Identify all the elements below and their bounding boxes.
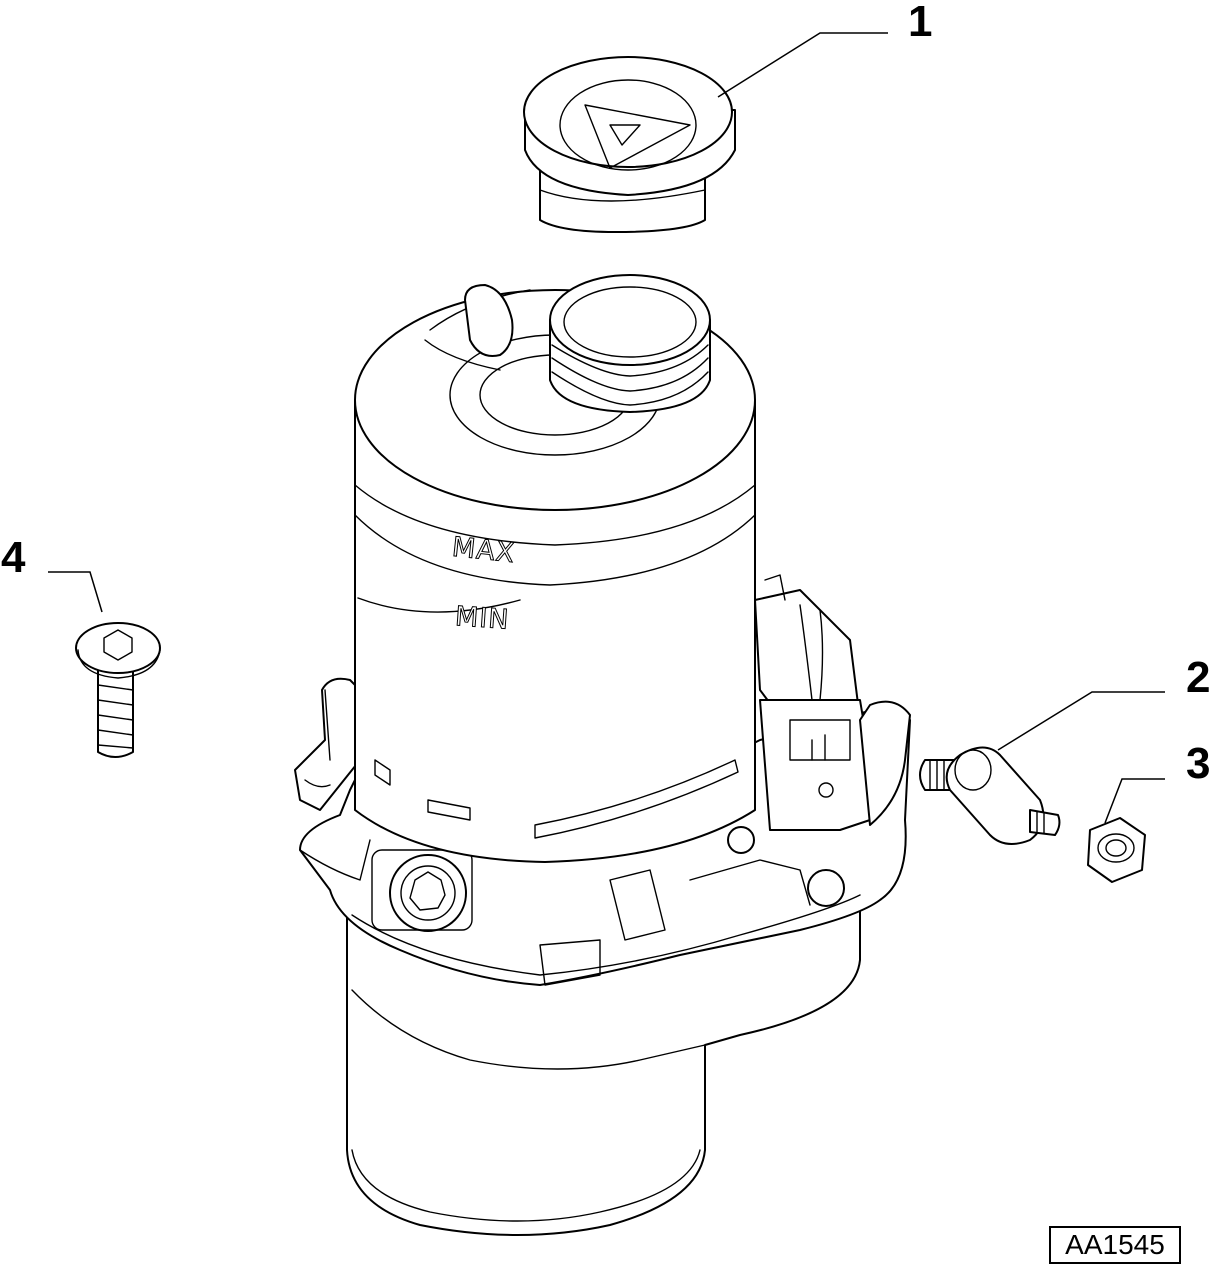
pump-motor [346, 899, 861, 1236]
filler-neck [549, 274, 711, 413]
reference-code: AA1545 [1065, 1229, 1165, 1260]
min-mark: MIN [453, 601, 511, 637]
leader-line-1 [717, 32, 888, 98]
side-fitting [294, 677, 361, 811]
hex-nut [1087, 817, 1146, 883]
callout-2: 2 [1186, 653, 1211, 702]
max-mark: MAX [450, 531, 517, 570]
reference-code-box: AA1545 [1049, 1226, 1181, 1264]
callout-4: 4 [1, 533, 26, 582]
leader-line-3 [1104, 778, 1165, 824]
leader-line-2 [997, 691, 1165, 751]
leader-line-4 [48, 571, 103, 613]
electrical-connector [754, 574, 911, 831]
reservoir-cap [523, 56, 736, 233]
callout-3: 3 [1186, 739, 1211, 788]
torx-bolt [75, 622, 161, 758]
callout-1: 1 [908, 0, 933, 46]
stud-spacer [919, 746, 1061, 845]
